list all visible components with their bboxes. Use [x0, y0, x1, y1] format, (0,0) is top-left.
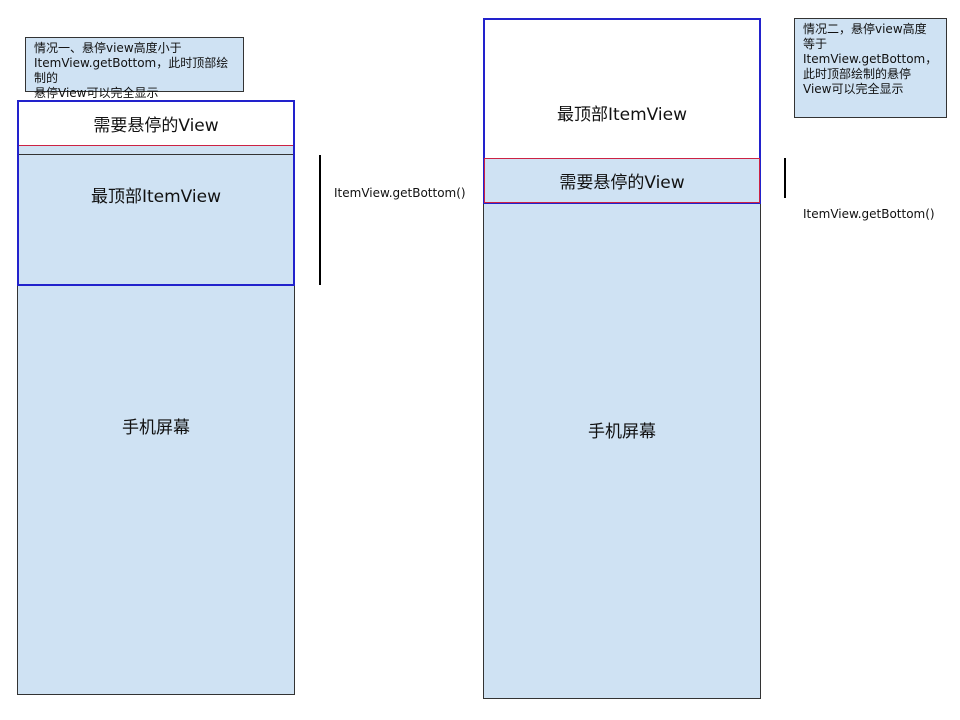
- case1-note: 情况一、悬停view高度小于 ItemView.getBottom，此时顶部绘制…: [25, 37, 244, 100]
- case1-sticky-view: 需要悬停的View: [18, 101, 294, 146]
- case1-top-item-view: [17, 100, 295, 286]
- case1-sticky-view-label: 需要悬停的View: [93, 116, 219, 136]
- case2-measure-label: ItemView.getBottom(): [803, 207, 935, 221]
- case2-top-item-view: 最顶部ItemView: [483, 18, 761, 204]
- case1-top-item-label: 最顶部ItemView: [90, 186, 222, 207]
- case1-measure-label: ItemView.getBottom(): [334, 186, 466, 200]
- case2-sticky-view-label: 需要悬停的View: [559, 173, 685, 193]
- case2-sticky-view: 需要悬停的View: [484, 158, 760, 203]
- case1-sticky-divider: [18, 154, 294, 155]
- case2-note: 情况二，悬停view高度 等于 ItemView.getBottom， 此时顶部…: [794, 18, 947, 118]
- case2-screen-label: 手机屏幕: [588, 421, 656, 442]
- case2-top-item-label: 最顶部ItemView: [556, 105, 688, 125]
- case2-phone-screen: [483, 158, 761, 699]
- case2-measure-line: [784, 158, 786, 198]
- case1-measure-line: [319, 155, 321, 285]
- case1-screen-label: 手机屏幕: [122, 417, 190, 438]
- case1-phone-screen: [17, 101, 295, 695]
